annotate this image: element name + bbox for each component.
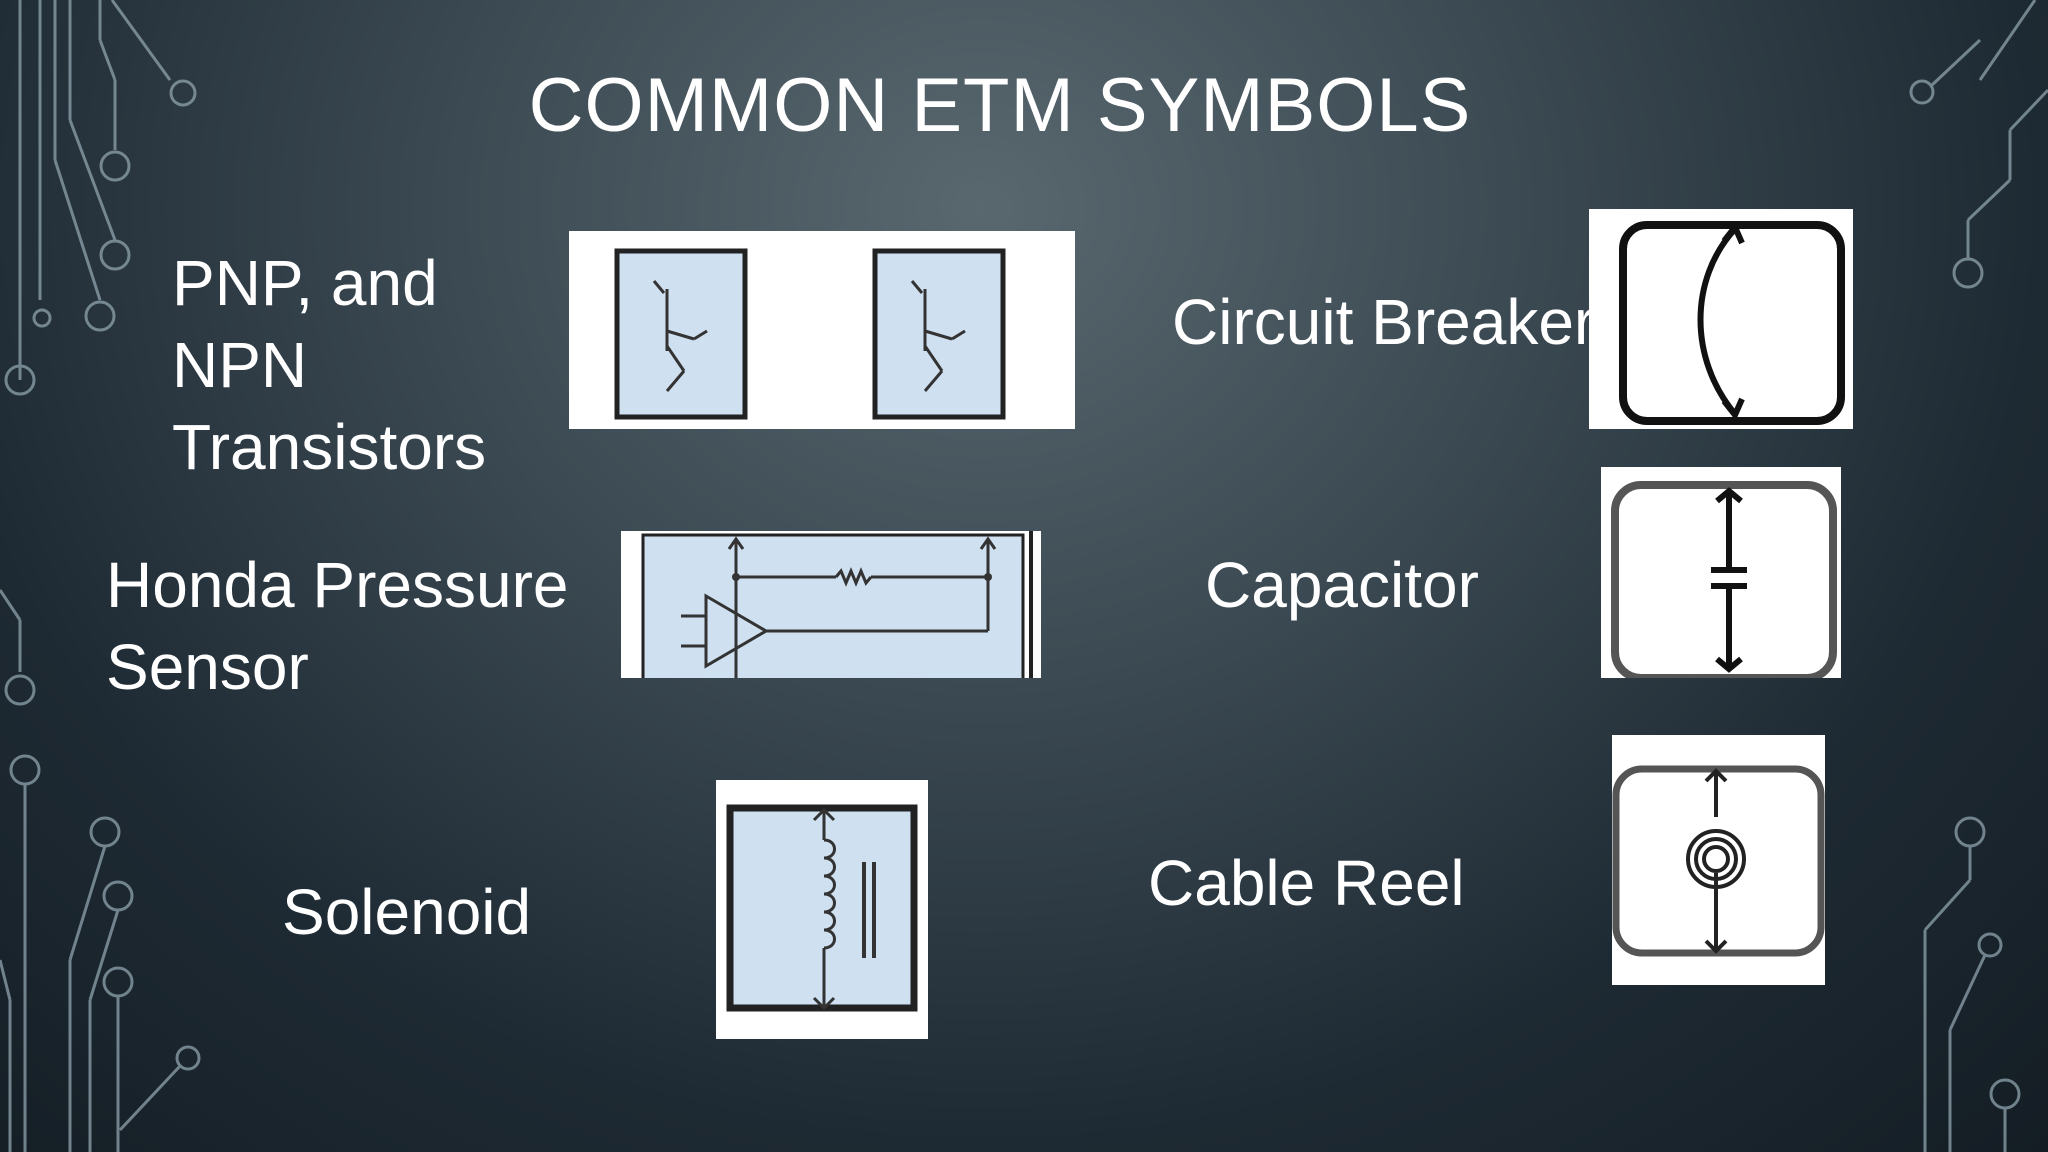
circuit-breaker-image bbox=[1589, 209, 1853, 429]
transistors-label-line3: Transistors bbox=[172, 411, 487, 483]
capacitor-image bbox=[1601, 467, 1841, 678]
slide-title: COMMON ETM SYMBOLS bbox=[528, 63, 1472, 148]
pressure-sensor-label: Honda Pressure Sensor bbox=[106, 544, 568, 708]
capacitor-icon bbox=[1611, 481, 1837, 678]
solenoid-image bbox=[716, 780, 928, 1039]
transistors-label-line2: NPN bbox=[172, 329, 308, 401]
cable-reel-image bbox=[1612, 735, 1825, 985]
solenoid-label: Solenoid bbox=[282, 876, 532, 948]
transistor-symbols-image bbox=[569, 231, 1075, 429]
cable-reel-label: Cable Reel bbox=[1148, 847, 1465, 919]
capacitor-label: Capacitor bbox=[1205, 549, 1479, 621]
transistors-label-line1: PNP, and bbox=[172, 247, 438, 319]
cable-reel-icon bbox=[1612, 765, 1825, 957]
transistors-label: PNP, and NPN Transistors bbox=[172, 242, 486, 488]
circuit-breaker-icon bbox=[1619, 221, 1845, 425]
pnp-npn-transistor-icon bbox=[614, 248, 1006, 420]
circuit-breaker-label: Circuit Breaker bbox=[1172, 286, 1596, 358]
pressure-sensor-label-line1: Honda Pressure bbox=[106, 549, 569, 621]
pressure-sensor-image bbox=[621, 531, 1041, 678]
pressure-sensor-label-line2: Sensor bbox=[106, 631, 309, 703]
pressure-sensor-icon bbox=[641, 531, 1033, 678]
solenoid-icon bbox=[726, 804, 918, 1012]
